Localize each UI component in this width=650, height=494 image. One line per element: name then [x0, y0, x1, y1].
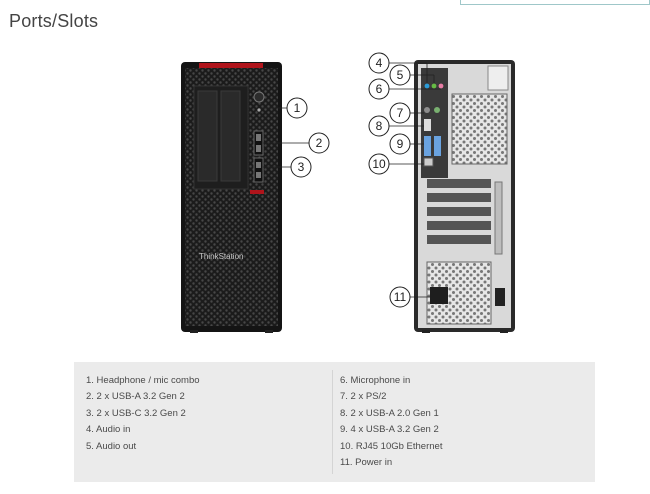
callout-9: 9 — [389, 133, 411, 155]
thinkstation-logo: ThinkStation — [199, 252, 243, 261]
svg-text:11: 11 — [394, 290, 407, 304]
callout-10: 10 — [368, 153, 390, 175]
svg-text:1: 1 — [294, 101, 301, 115]
slot-latch — [494, 181, 503, 255]
callout-5: 5 — [389, 64, 411, 86]
svg-text:7: 7 — [397, 106, 404, 120]
front-badge — [250, 190, 264, 194]
usb-3-ports-b — [434, 136, 441, 156]
svg-text:5: 5 — [397, 68, 404, 82]
legend-item: 9. 4 x USB-A 3.2 Gen 2 — [340, 424, 439, 436]
svg-text:8: 8 — [376, 119, 383, 133]
legend-item: 8. 2 x USB-A 2.0 Gen 1 — [340, 407, 439, 419]
callout-6: 6 — [368, 78, 390, 100]
callouts: 1 2 3 4 5 6 7 8 9 10 11 — [261, 52, 441, 308]
red-handle — [199, 63, 263, 68]
legend-item: 4. Audio in — [86, 424, 131, 436]
audio-in-jack — [424, 83, 430, 89]
audio-out-jack — [431, 83, 437, 89]
psu-top-slot — [487, 65, 509, 91]
legend-item: 11. Power in — [340, 456, 393, 468]
callout-8: 8 — [368, 115, 390, 137]
page-title: Ports/Slots — [9, 11, 99, 31]
drive-bay-1 — [197, 90, 218, 182]
callout-1: 1 — [286, 97, 308, 119]
svg-text:3: 3 — [298, 160, 305, 174]
svg-text:6: 6 — [376, 82, 383, 96]
mic-in-jack — [438, 83, 444, 89]
workstation-figure: ThinkStation — [181, 52, 515, 333]
legend-item: 5. Audio out — [86, 440, 137, 452]
front-usb-c-ports — [253, 157, 264, 183]
svg-text:2: 2 — [316, 136, 323, 150]
power-button — [253, 91, 265, 103]
svg-text:4: 4 — [376, 56, 383, 70]
legend-item: 6. Microphone in — [340, 375, 411, 386]
legend-left-column: 1. Headphone / mic combo 2. 2 x USB-A 3.… — [86, 373, 200, 455]
callout-11: 11 — [389, 286, 411, 308]
rear-fan-grille — [451, 93, 508, 165]
back-view — [414, 60, 515, 333]
usb-3-ports-a — [424, 136, 431, 156]
rj45-port — [423, 157, 434, 167]
port-legend-panel: 1. Headphone / mic combo 2. 2 x USB-A 3.… — [74, 362, 595, 482]
psu-switch — [495, 288, 505, 306]
legend-right-column: 6. Microphone in 7. 2 x PS/2 8. 2 x USB-… — [340, 373, 442, 471]
legend-divider — [332, 370, 333, 474]
legend-item: 1. Headphone / mic combo — [86, 375, 200, 386]
front-view: ThinkStation — [181, 62, 282, 333]
callout-3: 3 — [290, 156, 312, 178]
svg-text:10: 10 — [372, 157, 386, 171]
callout-7: 7 — [389, 102, 411, 124]
legend-item: 3. 2 x USB-C 3.2 Gen 2 — [86, 407, 186, 419]
headphone-jack — [257, 108, 261, 112]
ps2-port-1 — [424, 107, 430, 113]
ps2-port-2 — [434, 107, 440, 113]
callout-2: 2 — [308, 132, 330, 154]
svg-text:9: 9 — [397, 137, 404, 151]
callout-4: 4 — [368, 52, 390, 74]
usb-2-ports — [424, 119, 431, 131]
power-inlet — [430, 287, 448, 304]
legend-item: 2. 2 x USB-A 3.2 Gen 2 — [86, 391, 185, 403]
legend-item: 10. RJ45 10Gb Ethernet — [340, 440, 443, 452]
legend-item: 7. 2 x PS/2 — [340, 391, 387, 403]
drive-bay-2 — [220, 90, 241, 182]
